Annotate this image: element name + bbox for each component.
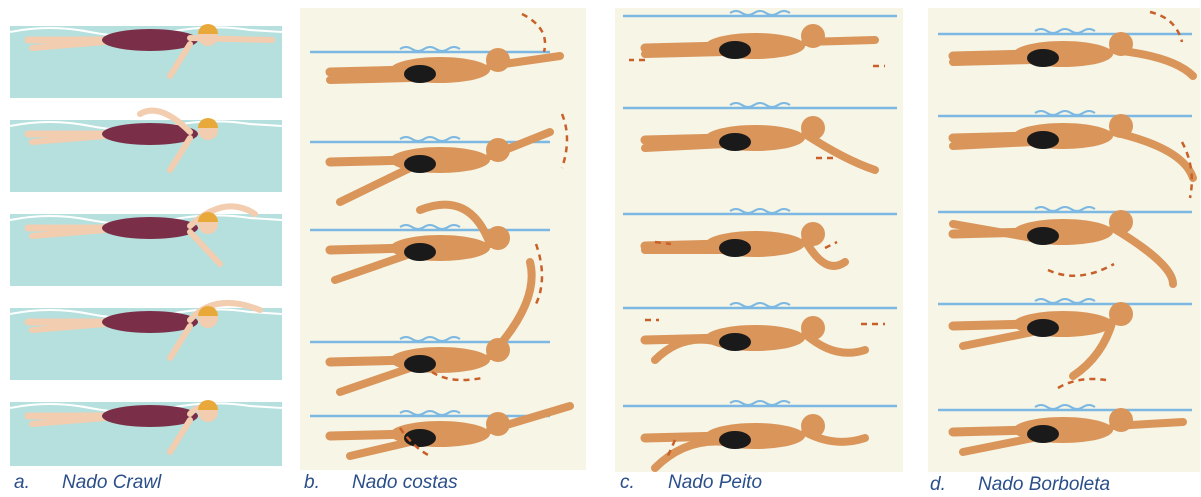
panel-peito [615,8,903,472]
caption-peito-letter: c. [620,470,668,495]
crawl-frame-4 [10,292,282,380]
caption-crawl-letter: a. [14,470,62,495]
caption-borboleta-letter: d. [930,472,978,497]
panel-borboleta [928,8,1200,472]
crawl-frame-2 [10,104,282,192]
costas-illustration [300,8,586,470]
crawl-scene [10,198,282,286]
swimmer-figure-icon [330,262,532,392]
swimmer-figure-icon [953,210,1173,284]
swimmer-figure-icon [953,302,1133,376]
peito-illustration [615,8,903,472]
swimmer-figure-icon [645,414,865,468]
caption-crawl: a.Nado Crawl [14,470,161,495]
motion-arrow-icon [1048,264,1114,276]
caption-crawl-title: Nado Crawl [62,472,161,493]
caption-peito-title: Nado Peito [668,472,762,493]
motion-arrow-icon [432,372,482,380]
caption-peito: c.Nado Peito [620,470,762,495]
caption-costas-title: Nado costas [352,472,458,493]
motion-arrow-icon [536,244,542,304]
panel-crawl [10,10,282,466]
motion-arrow-icon [522,14,545,52]
swimmer-figure-icon [645,222,845,266]
swimmer-figure-icon [645,116,875,170]
borboleta-illustration [928,8,1200,472]
swimmer-figure-icon [953,114,1193,178]
caption-borboleta: d.Nado Borboleta [930,472,1110,497]
swimmer-figure-icon [645,316,865,360]
caption-borboleta-title: Nado Borboleta [978,474,1110,495]
crawl-frame-5 [10,386,282,466]
crawl-scene [10,10,282,98]
swimmer-figure-icon [953,408,1183,452]
swimmer-figure-icon [645,24,875,59]
swimmer-figure-icon [953,32,1193,76]
motion-arrow-icon [1150,12,1182,42]
crawl-scene [10,292,282,380]
swimmer-figure-icon [330,406,570,456]
motion-arrow-icon [1058,379,1106,388]
crawl-frame-1 [10,10,282,98]
motion-arrow-icon [825,242,837,248]
caption-costas-letter: b. [304,470,352,495]
swimmer-figure-icon [330,205,510,280]
crawl-scene [10,386,282,466]
crawl-frame-3 [10,198,282,286]
crawl-scene [10,104,282,192]
panel-costas [300,8,586,470]
motion-arrow-icon [562,114,567,168]
caption-costas: b.Nado costas [304,470,458,495]
